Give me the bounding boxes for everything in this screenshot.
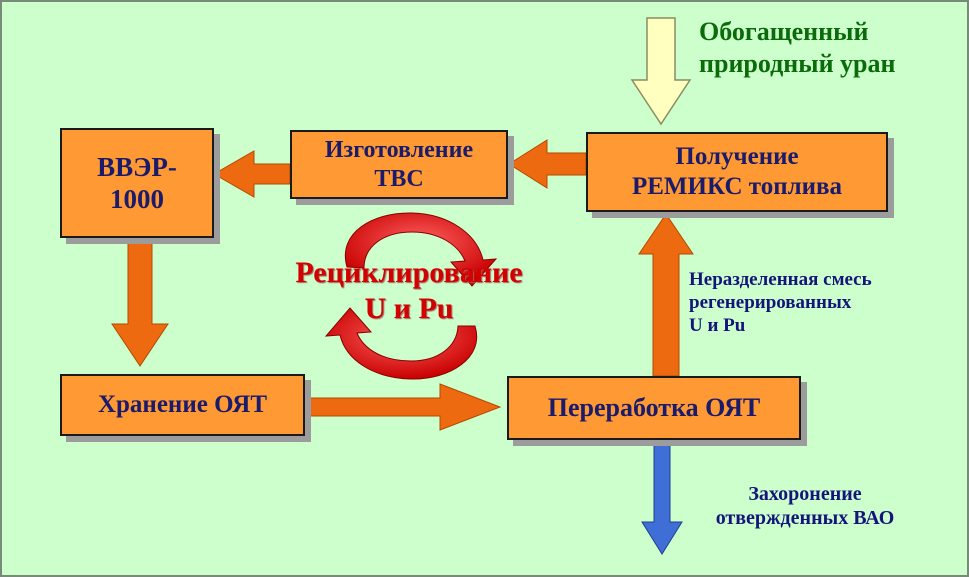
recycle-arrow-bottom (324, 307, 478, 380)
enriched-uranium-line1: Обогащенный (699, 17, 869, 46)
recycling-line2: U и Pu (364, 292, 454, 325)
fabrication-label-line1: Изготовление (324, 136, 474, 163)
enriched-uranium-label: Обогащенный природный уран (699, 16, 896, 79)
recycling-line1: Рециклирование (295, 256, 523, 289)
mixture-line2: регенерированных (689, 292, 852, 314)
arrow-disposal (641, 442, 683, 555)
reprocessing-label: Переработка ОЯТ (547, 393, 761, 423)
mixture-line1: Неразделенная смесь (689, 269, 872, 290)
mixture-line3: U и Pu (689, 315, 746, 337)
storage-label: Хранение ОЯТ (97, 391, 268, 418)
arrow-storage-to-reprocessing (306, 383, 502, 431)
remix-label-line2: РЕМИКС топлива (631, 173, 843, 200)
storage-box: Хранение ОЯТ (60, 374, 305, 436)
arrow-remix-to-fabrication (508, 139, 587, 189)
disposal-label: Захоронение отвержденных ВАО (690, 482, 920, 531)
mixture-label: Неразделенная смесь регенерированных U и… (689, 268, 872, 338)
enriched-uranium-line2: природный уран (699, 48, 896, 78)
remix-box: Получение РЕМИКС топлива (586, 132, 888, 212)
fabrication-label-line2: ТВС (374, 165, 424, 192)
disposal-line1: Захоронение (748, 483, 862, 505)
arrow-reactor-to-storage (111, 237, 169, 367)
remix-label-line1: Получение (675, 143, 799, 170)
recycle-arrow-top (344, 212, 498, 287)
reactor-box: ВВЭР- 1000 (60, 128, 214, 238)
reprocessing-box: Переработка ОЯТ (507, 376, 801, 440)
arrow-fabrication-to-reactor (212, 150, 291, 198)
disposal-line2: отвержденных ВАО (715, 507, 895, 530)
arrow-reprocessing-to-remix (638, 213, 694, 377)
reactor-label-line2: 1000 (109, 184, 164, 214)
fabrication-box: Изготовление ТВС (290, 130, 508, 199)
input-arrow-uranium (630, 17, 692, 126)
recycling-title: Рециклирование U и Pu (264, 255, 554, 327)
reactor-label-line1: ВВЭР- (97, 151, 177, 182)
